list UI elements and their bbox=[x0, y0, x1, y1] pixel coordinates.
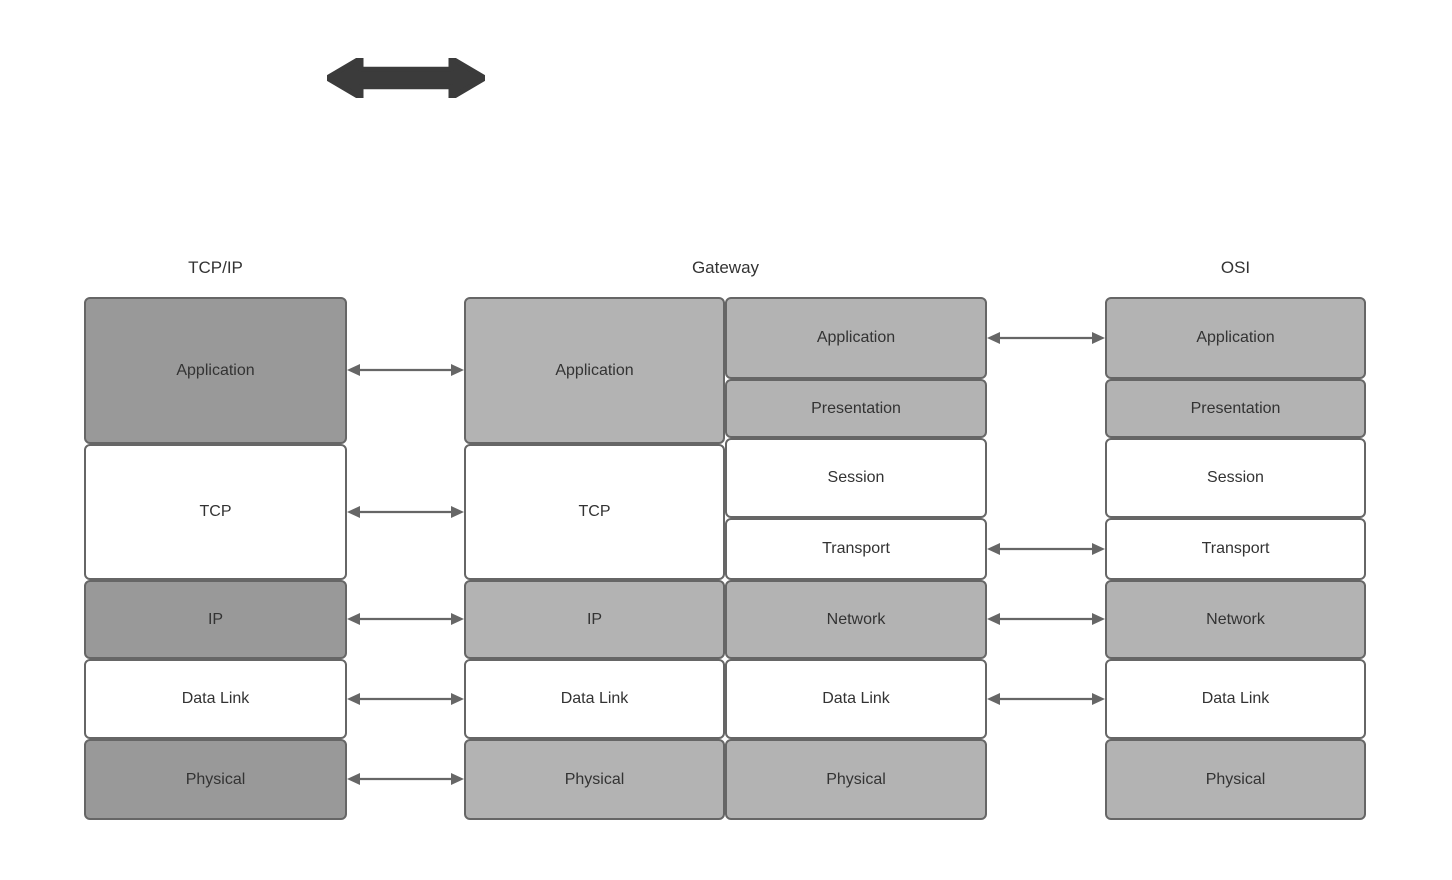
gateway-right-layer-application: Application bbox=[725, 297, 987, 379]
connector-right-3 bbox=[987, 687, 1105, 711]
layer-label: Physical bbox=[1205, 770, 1266, 788]
connector-left-3 bbox=[347, 687, 464, 711]
connector-left-2 bbox=[347, 607, 464, 631]
osi-layer-transport: Transport bbox=[1105, 518, 1366, 580]
layer-label: Network bbox=[826, 610, 886, 628]
osi-layer-session: Session bbox=[1105, 438, 1366, 518]
column-header-osi: OSI bbox=[1220, 258, 1251, 277]
tcpip-layer-tcp: TCP bbox=[84, 444, 347, 580]
gateway-left-layer-tcp: TCP bbox=[464, 444, 725, 580]
osi-layer-presentation: Presentation bbox=[1105, 379, 1366, 438]
column-header-tcpip: TCP/IP bbox=[188, 258, 243, 277]
layer-label: IP bbox=[207, 610, 224, 628]
layer-label: TCP bbox=[578, 503, 611, 521]
osi-layer-application: Application bbox=[1105, 297, 1366, 379]
gateway-right-layer-presentation: Presentation bbox=[725, 379, 987, 438]
gateway-left-layer-ip: IP bbox=[464, 580, 725, 659]
layer-label: Session bbox=[1207, 469, 1264, 487]
gateway-right-layer-physical: Physical bbox=[725, 739, 987, 820]
gateway-left-layer-physical: Physical bbox=[464, 739, 725, 820]
layer-label: Data Link bbox=[1201, 690, 1270, 708]
layer-label: Presentation bbox=[1190, 399, 1281, 417]
layer-label: Application bbox=[816, 329, 896, 347]
layer-label: Application bbox=[555, 361, 634, 379]
tcpip-layer-physical: Physical bbox=[84, 739, 347, 820]
gateway-right-layer-transport: Transport bbox=[725, 518, 987, 580]
connector-right-2 bbox=[987, 607, 1105, 631]
osi-layer-data-link: Data Link bbox=[1105, 659, 1366, 739]
layer-label: Application bbox=[176, 361, 255, 379]
tcpip-layer-application: Application bbox=[84, 297, 347, 444]
gateway-left-layer-application: Application bbox=[464, 297, 725, 444]
layer-label: Application bbox=[1196, 329, 1275, 347]
connector-left-1 bbox=[347, 500, 464, 524]
layer-label: Presentation bbox=[811, 399, 901, 417]
gateway-right-layer-data-link: Data Link bbox=[725, 659, 987, 739]
connector-right-1 bbox=[987, 537, 1105, 561]
layer-label: Data Link bbox=[181, 690, 250, 708]
tcpip-layer-ip: IP bbox=[84, 580, 347, 659]
layer-label: Physical bbox=[826, 770, 886, 788]
gateway-left-layer-data-link: Data Link bbox=[464, 659, 725, 739]
layer-label: Data Link bbox=[822, 690, 890, 708]
layer-label: Physical bbox=[185, 770, 246, 788]
connector-left-4 bbox=[347, 767, 464, 791]
layer-label: Physical bbox=[564, 770, 625, 788]
gateway-right-layer-network: Network bbox=[725, 580, 987, 659]
connector-left-0 bbox=[347, 358, 464, 382]
layer-label: Transport bbox=[822, 540, 890, 558]
layer-label: Session bbox=[827, 469, 885, 487]
layer-label: TCP bbox=[199, 503, 232, 521]
tcpip-layer-data-link: Data Link bbox=[84, 659, 347, 739]
layer-label: Network bbox=[1206, 610, 1265, 628]
gateway-right-layer-session: Session bbox=[725, 438, 987, 518]
osi-layer-physical: Physical bbox=[1105, 739, 1366, 820]
layer-label: IP bbox=[586, 610, 603, 628]
double-headed-block-arrow bbox=[324, 55, 488, 101]
connector-right-0 bbox=[987, 326, 1105, 350]
column-header-gateway: Gateway bbox=[691, 258, 760, 277]
layer-label: Transport bbox=[1201, 540, 1270, 558]
layer-label: Data Link bbox=[560, 690, 629, 708]
osi-layer-network: Network bbox=[1105, 580, 1366, 659]
